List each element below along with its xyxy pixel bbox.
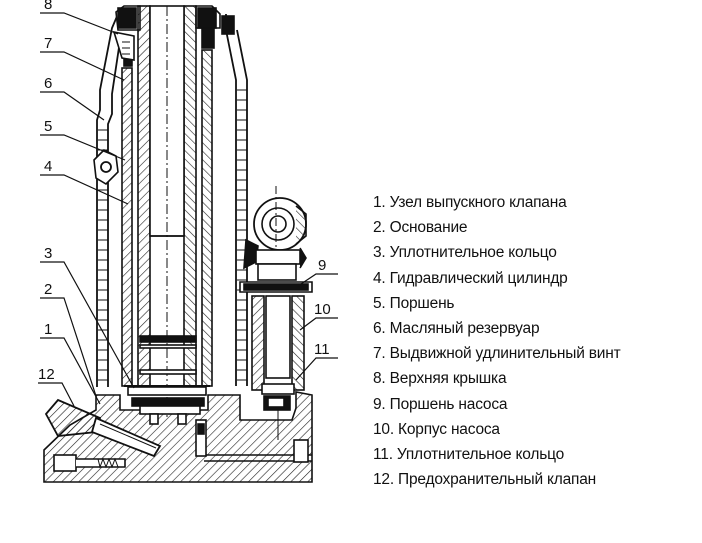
legend-item: 9. Поршень насоса <box>373 395 508 413</box>
parts-legend: 1. Узел выпускного клапана 2. Основание … <box>373 190 621 492</box>
callout-3: 3 <box>44 245 52 262</box>
legend-item: 3. Уплотнительное кольцо <box>373 244 557 262</box>
callout-2: 2 <box>44 281 52 298</box>
callout-8: 8 <box>44 0 52 13</box>
legend-item: 4. Гидравлический цилиндр <box>373 269 568 287</box>
bottom-seal <box>127 386 207 457</box>
callout-9: 9 <box>318 257 326 274</box>
callout-4: 4 <box>44 158 52 175</box>
callout-7: 7 <box>44 35 52 52</box>
legend-item: 8. Верхняя крышка <box>373 370 507 388</box>
legend-item: 6. Масляный резервуар <box>373 320 540 338</box>
callout-10: 10 <box>314 301 331 318</box>
oil-reservoir <box>93 13 248 387</box>
legend-item: 1. Узел выпускного клапана <box>373 194 567 211</box>
top-cap <box>112 5 235 61</box>
legend-item: 7. Выдвижной удлинительный винт <box>373 345 621 363</box>
legend-item: 12. Предохранительный клапан <box>373 471 597 489</box>
callout-6: 6 <box>44 75 52 92</box>
base <box>43 391 313 483</box>
legend-item: 11. Уплотнительное кольцо <box>373 446 564 464</box>
piston <box>124 5 210 420</box>
callout-11: 11 <box>314 341 330 358</box>
callout-12: 12 <box>38 366 55 383</box>
legend-item: 5. Поршень <box>373 294 455 312</box>
leader-lines <box>38 12 338 407</box>
callout-labels: 8 7 6 5 4 3 2 1 12 9 10 11 <box>38 0 331 383</box>
callout-1: 1 <box>44 321 52 338</box>
pump <box>239 186 313 440</box>
safety-valve <box>44 398 162 458</box>
legend-item: 2. Основание <box>373 219 468 237</box>
legend-item: 10. Корпус насоса <box>373 420 500 438</box>
callout-5: 5 <box>44 118 52 135</box>
